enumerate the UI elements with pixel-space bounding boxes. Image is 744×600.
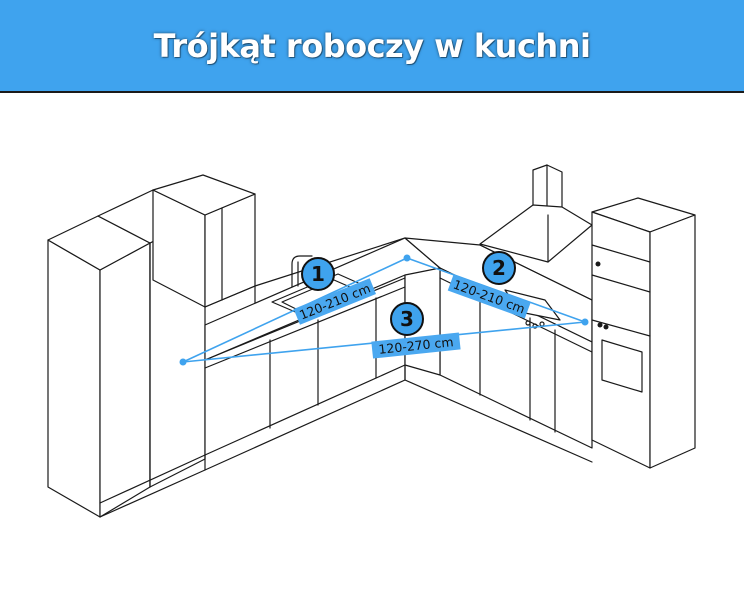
triangle-vertex-cooking <box>581 318 589 326</box>
side-3-marker: 3 <box>390 302 424 336</box>
range-hood <box>479 164 593 263</box>
tall-cabinet-column <box>47 189 206 518</box>
side-3-label: 120-270 cm <box>371 332 461 359</box>
triangle-vertex-sink <box>403 254 411 262</box>
side-2-marker: 2 <box>482 251 516 285</box>
triangle-vertex-storage <box>179 358 187 366</box>
side-1-marker: 1 <box>301 257 335 291</box>
kitchen-diagram: 1 120-210 cm 2 120-210 cm 3 120-270 cm <box>47 164 696 518</box>
wall-cabinets-upper <box>152 174 256 308</box>
oven-column <box>591 197 696 469</box>
side-1-number: 1 <box>311 262 325 286</box>
side-2-number: 2 <box>492 256 506 280</box>
header-banner: Trójkąt roboczy w kuchni <box>0 0 744 93</box>
side-3-number: 3 <box>400 307 414 331</box>
page-title: Trójkąt roboczy w kuchni <box>153 26 591 65</box>
